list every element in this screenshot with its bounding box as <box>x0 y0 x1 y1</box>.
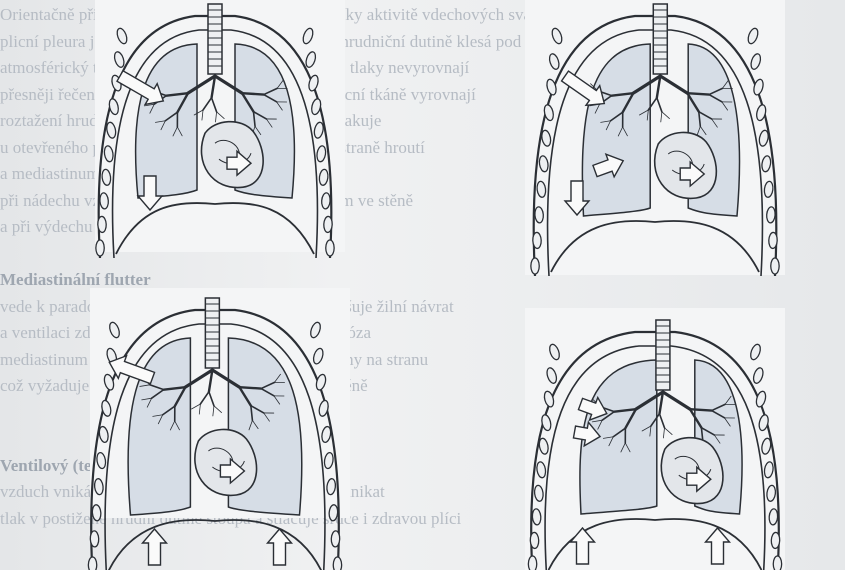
rib-bead <box>771 258 779 274</box>
bronchus <box>242 93 264 94</box>
rib-bead <box>773 556 781 570</box>
rib-bead <box>326 240 334 256</box>
rib-bead <box>331 531 340 547</box>
rib-bead <box>532 232 541 248</box>
trachea <box>653 4 667 74</box>
rib-bead <box>96 240 104 256</box>
rib-bead <box>333 557 341 570</box>
rib-bead <box>88 557 96 570</box>
rib-bead <box>768 232 777 248</box>
airflow-arrow <box>143 529 167 565</box>
rib-bead <box>528 556 536 570</box>
rib-bead <box>97 216 106 232</box>
bronchus <box>690 409 712 410</box>
rib-bead <box>90 531 99 547</box>
rib-bead <box>323 216 332 232</box>
trachea <box>208 4 222 74</box>
trachea <box>656 320 670 390</box>
rib-bead <box>531 258 539 274</box>
diaphragm <box>109 520 322 570</box>
rib-bead <box>530 532 539 548</box>
bronchus <box>239 387 261 388</box>
bronchus <box>687 93 709 94</box>
trachea <box>205 298 219 368</box>
rib-bead <box>771 532 780 548</box>
airflow-arrow <box>268 529 292 565</box>
